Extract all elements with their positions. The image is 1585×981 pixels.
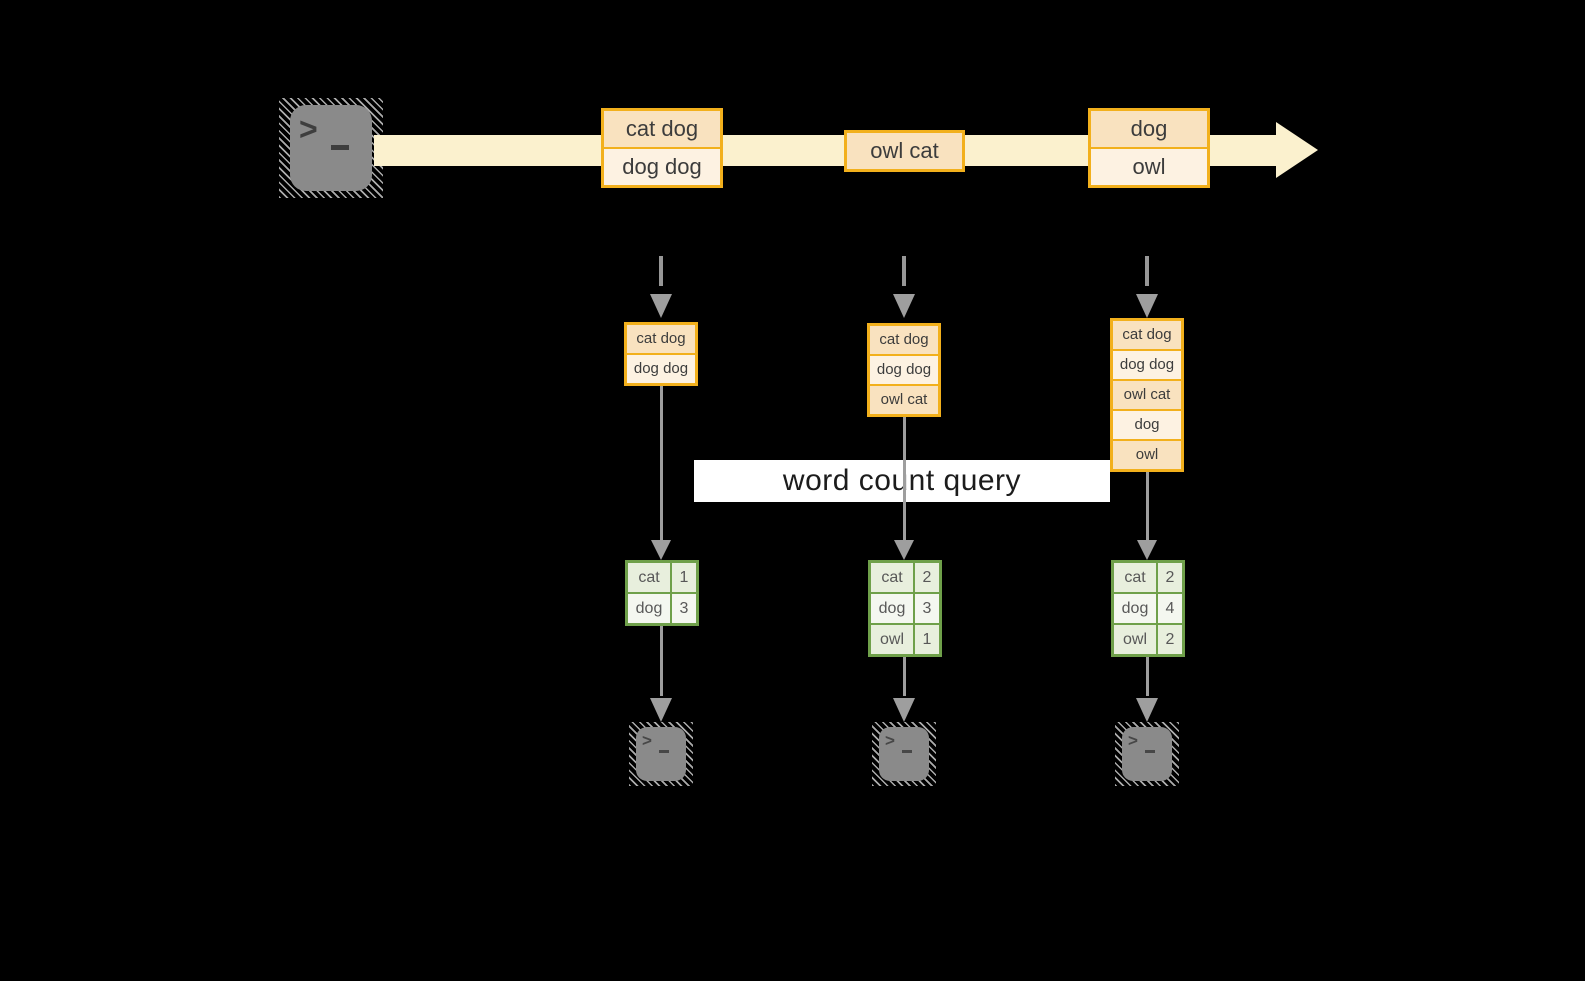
source-terminal-icon: > _: [279, 98, 383, 198]
prompt-underscore-glyph: _: [902, 750, 912, 753]
count-row: owl 1: [871, 623, 939, 654]
prompt-chevron-glyph: >: [1128, 731, 1138, 750]
count-table-1: cat 1 dog 3: [625, 560, 699, 626]
query-arrow-line: [660, 386, 663, 540]
stream-arrowhead-icon: [1276, 122, 1318, 178]
buffered-record: dog dog: [627, 353, 695, 383]
stream-record: dog: [1091, 111, 1207, 147]
count-word: cat: [638, 569, 660, 586]
count-value: 3: [670, 594, 696, 623]
output-terminal-icon-2: > _: [872, 722, 936, 786]
output-arrow-line: [660, 626, 663, 696]
stream-record: owl cat: [847, 133, 962, 169]
prompt-chevron-glyph: >: [885, 731, 895, 750]
count-table-2: cat 2 dog 3 owl 1: [868, 560, 942, 657]
count-row: cat 1: [628, 563, 696, 592]
stream-record-group-2: owl cat: [844, 130, 965, 172]
output-arrowhead-icon: [1136, 698, 1158, 722]
count-value: 1: [670, 563, 696, 592]
stream-record: dog dog: [604, 147, 720, 185]
terminal-screen: > _: [879, 727, 929, 781]
buffered-record: cat dog: [1113, 321, 1181, 349]
stream-record: owl: [1091, 147, 1207, 185]
count-word: cat: [881, 569, 903, 586]
count-value: 3: [913, 594, 939, 623]
count-value: 1: [913, 625, 939, 654]
prompt-underscore-glyph: _: [659, 750, 669, 753]
count-row: cat 2: [1114, 563, 1182, 592]
count-value: 2: [913, 563, 939, 592]
stream-record-group-3: dog owl: [1088, 108, 1210, 188]
buffer-stack-1: cat dog dog dog: [624, 322, 698, 386]
count-row: cat 2: [871, 563, 939, 592]
count-word: cat: [1124, 569, 1146, 586]
terminal-screen: > _: [1122, 727, 1172, 781]
prompt-underscore-glyph: _: [331, 145, 349, 150]
output-terminal-icon-1: > _: [629, 722, 693, 786]
ingest-arrow-dash: [659, 256, 663, 286]
query-arrowhead-icon: [1137, 540, 1157, 560]
count-word: dog: [635, 600, 663, 617]
stream-record: cat dog: [604, 111, 720, 147]
count-word: owl: [879, 631, 904, 648]
buffered-record: dog: [1113, 409, 1181, 439]
prompt-chevron-glyph: >: [299, 111, 318, 147]
buffered-record: cat dog: [870, 326, 938, 354]
query-arrow-line: [903, 417, 906, 540]
buffered-record: owl cat: [1113, 379, 1181, 409]
terminal-screen: > _: [290, 105, 372, 191]
output-arrowhead-icon: [650, 698, 672, 722]
buffer-stack-2: cat dog dog dog owl cat: [867, 323, 941, 417]
count-word: dog: [878, 600, 906, 617]
count-word: owl: [1122, 631, 1147, 648]
count-value: 2: [1156, 625, 1182, 654]
count-row: owl 2: [1114, 623, 1182, 654]
stream-record-group-1: cat dog dog dog: [601, 108, 723, 188]
ingest-arrowhead-icon: [1136, 294, 1158, 318]
buffer-stack-3: cat dog dog dog owl cat dog owl: [1110, 318, 1184, 472]
count-table-3: cat 2 dog 4 owl 2: [1111, 560, 1185, 657]
query-label: word count query: [694, 460, 1110, 502]
count-value: 2: [1156, 563, 1182, 592]
output-arrow-line: [1146, 657, 1149, 696]
ingest-arrowhead-icon: [893, 294, 915, 318]
buffered-record: cat dog: [627, 325, 695, 353]
output-terminal-icon-3: > _: [1115, 722, 1179, 786]
prompt-underscore-glyph: _: [1145, 750, 1155, 753]
count-value: 4: [1156, 594, 1182, 623]
query-arrowhead-icon: [894, 540, 914, 560]
ingest-arrow-dash: [1145, 256, 1149, 286]
count-row: dog 3: [628, 592, 696, 623]
buffered-record: owl: [1113, 439, 1181, 469]
buffered-record: dog dog: [1113, 349, 1181, 379]
terminal-screen: > _: [636, 727, 686, 781]
query-arrowhead-icon: [651, 540, 671, 560]
ingest-arrow-dash: [902, 256, 906, 286]
count-word: dog: [1121, 600, 1149, 617]
buffered-record: owl cat: [870, 384, 938, 414]
buffered-record: dog dog: [870, 354, 938, 384]
prompt-chevron-glyph: >: [642, 731, 652, 750]
count-row: dog 3: [871, 592, 939, 623]
ingest-arrowhead-icon: [650, 294, 672, 318]
query-arrow-line: [1146, 472, 1149, 540]
output-arrow-line: [903, 657, 906, 696]
output-arrowhead-icon: [893, 698, 915, 722]
count-row: dog 4: [1114, 592, 1182, 623]
